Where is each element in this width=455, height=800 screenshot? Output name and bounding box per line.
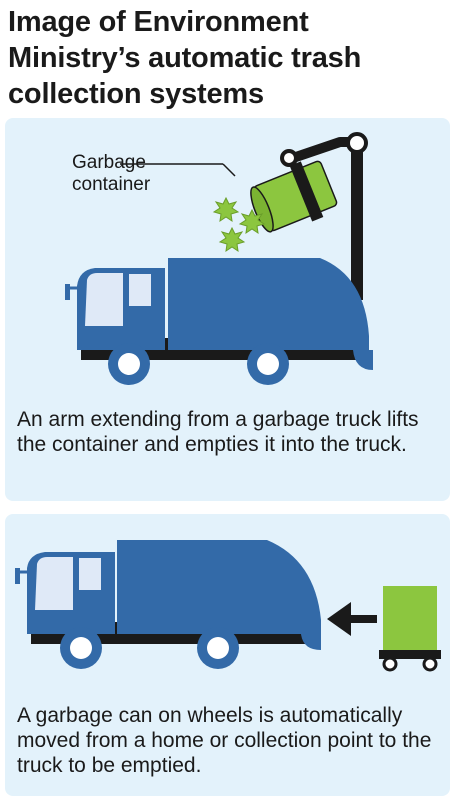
label-line-2: container [72, 174, 151, 195]
title-line-2: Ministry’s automatic trash [8, 42, 362, 74]
garbage-container-label: Garbage container [72, 152, 150, 196]
label-leader-line [222, 163, 236, 177]
wheeled-can-panel: A garbage can on wheels is automatically… [5, 514, 450, 796]
left-arrow-icon [327, 602, 377, 636]
truck-arm [280, 132, 368, 300]
garbage-container [250, 160, 338, 233]
title-line-1: Image of Environment [8, 6, 309, 38]
garbage-truck-2 [15, 540, 321, 669]
garbage-truck-1 [65, 258, 373, 385]
arm-lift-illustration [65, 132, 373, 385]
wheeled-garbage-can [379, 586, 441, 672]
title-line-3: collection systems [8, 78, 264, 110]
falling-garbage [212, 196, 266, 253]
wheeled-can-caption: A garbage can on wheels is automatically… [17, 704, 432, 777]
arm-lift-caption: An arm extending from a garbage truck li… [17, 408, 419, 456]
arm-lift-panel: Garbage container An arm extending from … [5, 118, 450, 501]
label-line-1: Garbage [72, 152, 146, 173]
page-title: Image of Environment Ministry’s automati… [8, 4, 448, 112]
wheeled-can-illustration [15, 540, 441, 672]
